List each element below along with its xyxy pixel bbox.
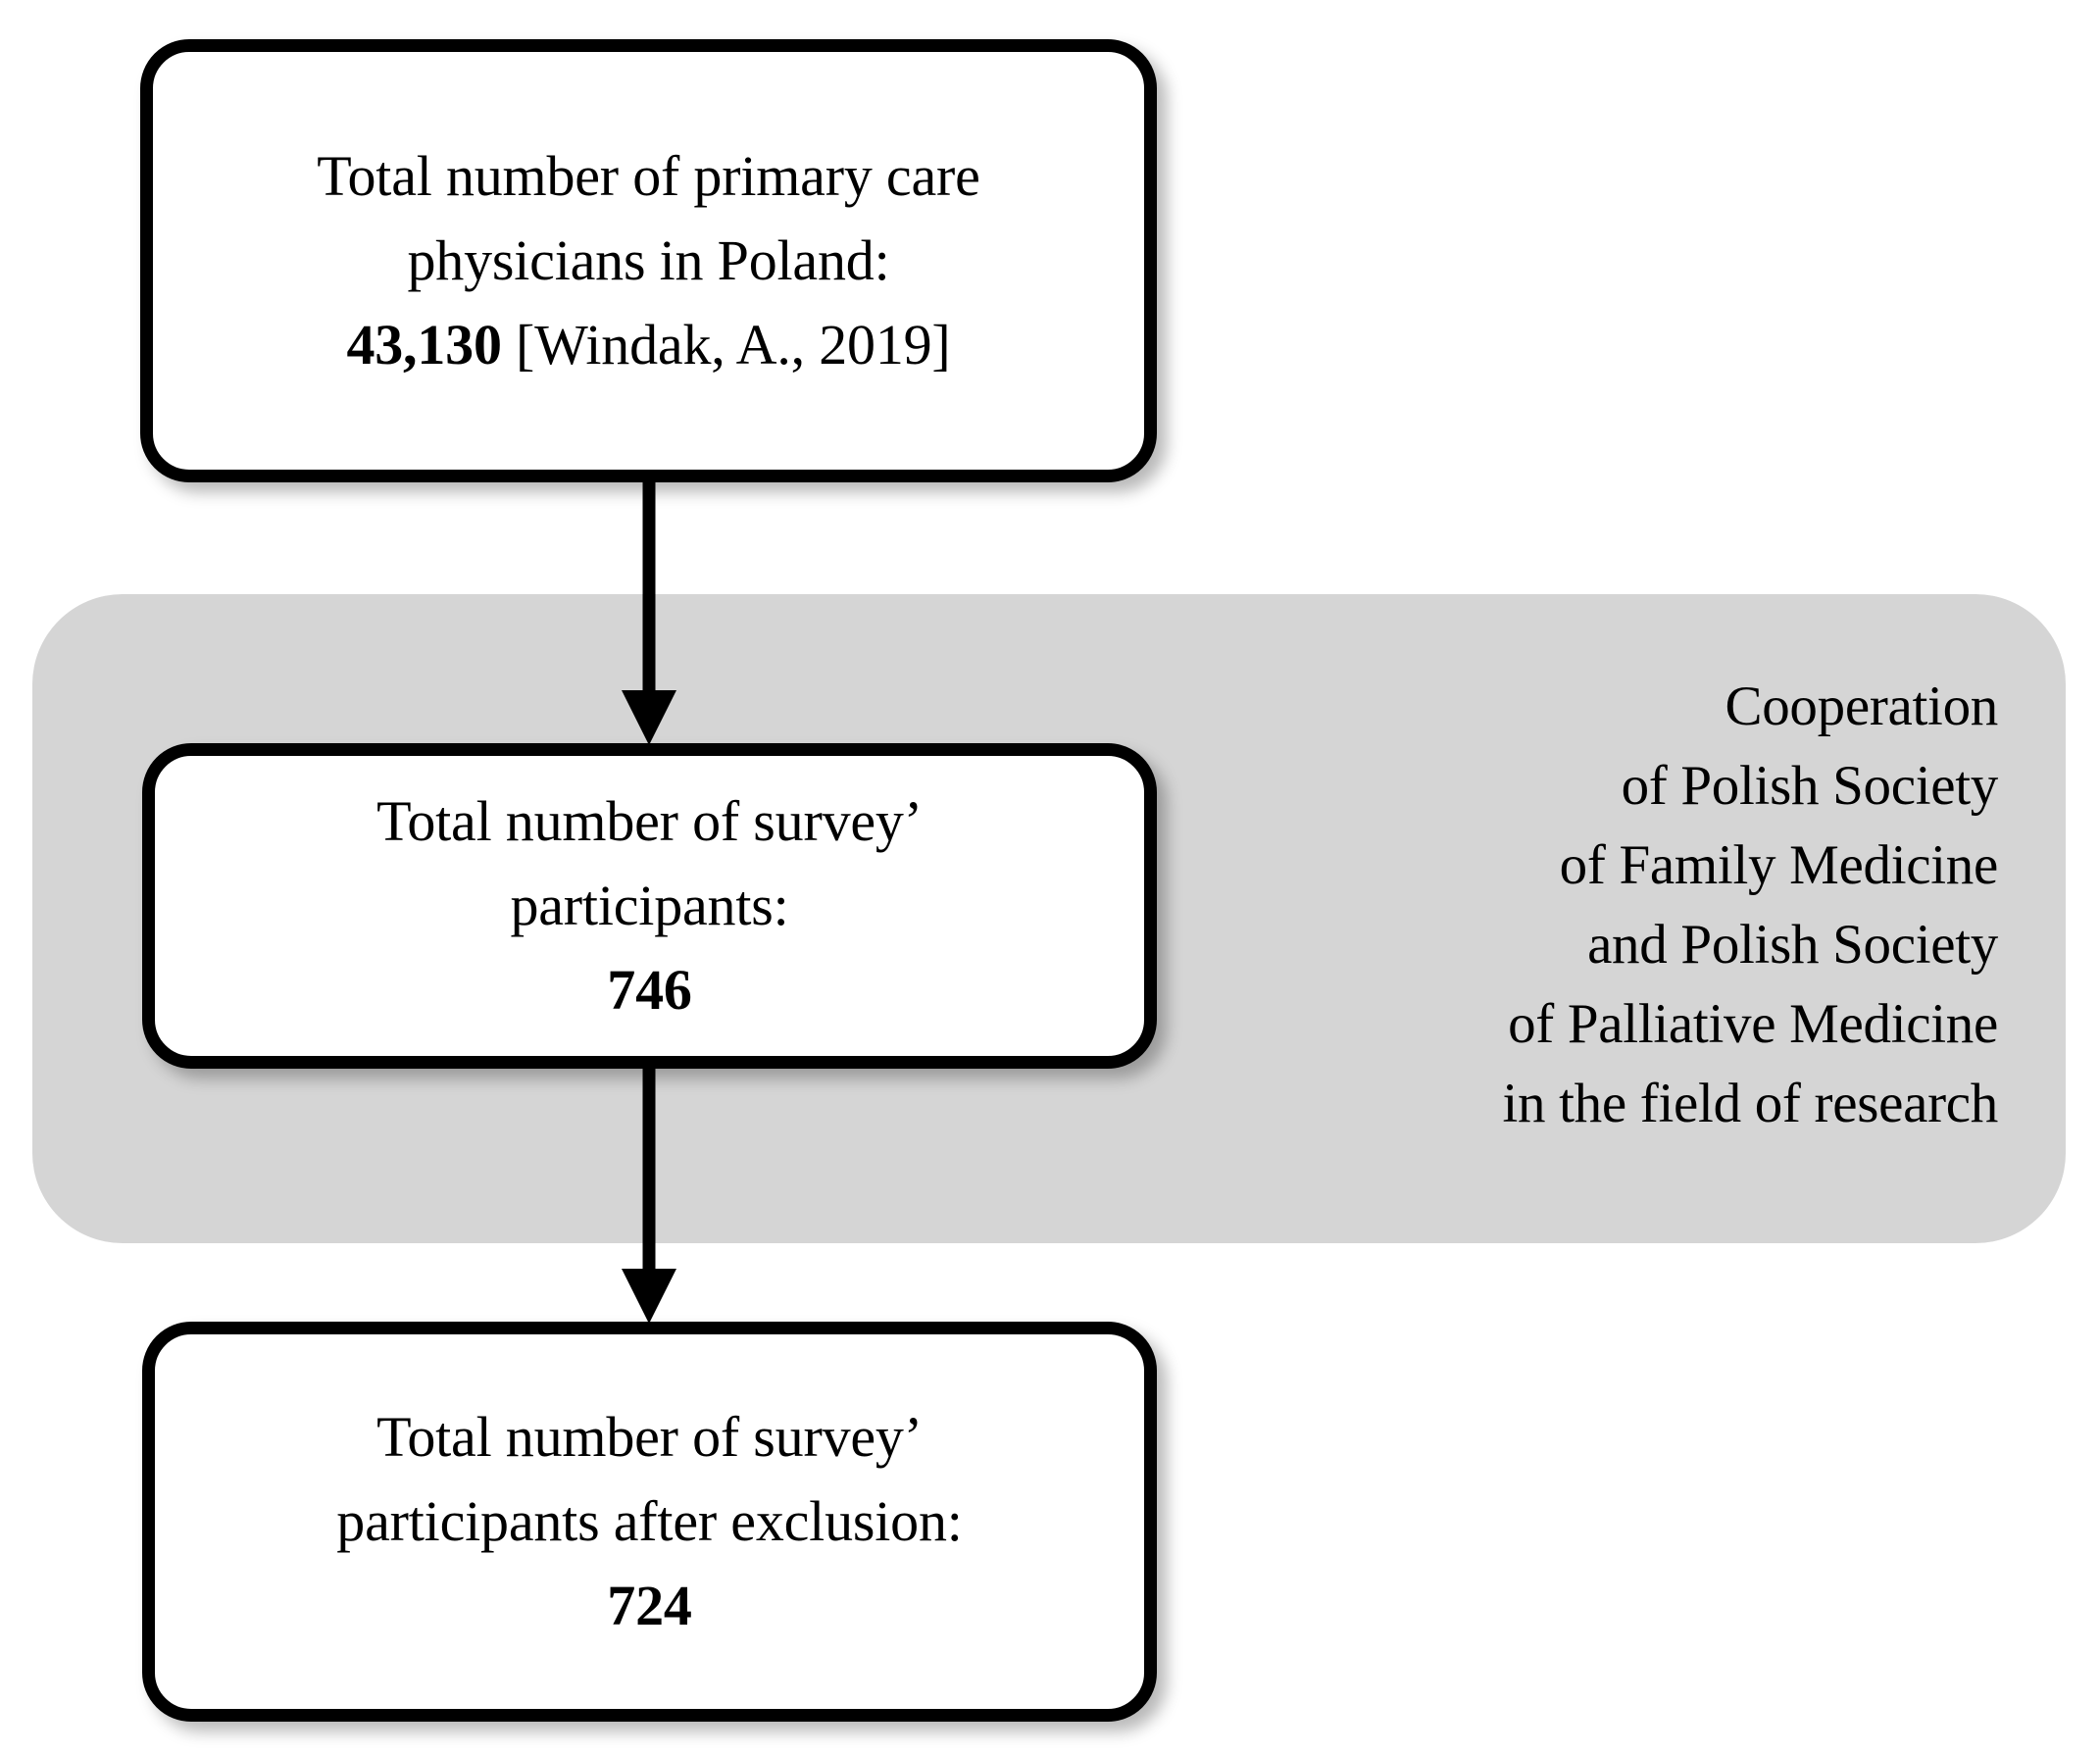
cooperation-note-line-2: of Polish Society: [1621, 755, 1999, 817]
node-participants-after-exclusion-line-2: participants after exclusion:: [336, 1489, 963, 1553]
node-participants-after-exclusion-value: 724: [607, 1574, 692, 1637]
cooperation-note-line-1: Cooperation: [1725, 676, 1999, 737]
node-total-physicians-line-1: Total number of primary care: [317, 144, 980, 208]
node-total-participants-line-1: Total number of survey’: [376, 789, 923, 853]
arrow-physicians-to-participants: [592, 482, 706, 745]
node-total-physicians-value: 43,130: [346, 313, 502, 376]
node-total-physicians: Total number of primary care physicians …: [140, 39, 1157, 482]
arrow-shaft: [642, 1059, 656, 1271]
cooperation-note: Cooperation of Polish Society of Family …: [1265, 667, 1998, 1143]
node-total-physicians-citation: [Windak, A., 2019]: [501, 313, 951, 376]
cooperation-note-line-3: of Family Medicine: [1559, 834, 1999, 896]
node-participants-after-exclusion: Total number of survey’ participants aft…: [142, 1322, 1157, 1722]
arrow-participants-to-after-exclusion: [592, 1059, 706, 1324]
node-total-physicians-text: Total number of primary care physicians …: [291, 134, 1005, 387]
node-total-participants: Total number of survey’ participants: 74…: [142, 743, 1157, 1069]
arrow-head-icon: [622, 690, 676, 745]
node-total-physicians-line-2: physicians in Poland:: [407, 228, 890, 292]
node-participants-after-exclusion-text: Total number of survey’ participants aft…: [311, 1395, 987, 1648]
cooperation-note-line-6: in the field of research: [1502, 1073, 1998, 1134]
node-total-participants-line-2: participants:: [510, 874, 789, 937]
arrow-shaft: [642, 482, 656, 692]
arrow-head-icon: [622, 1269, 676, 1324]
node-total-physicians-value-line: 43,130 [Windak, A., 2019]: [317, 303, 979, 387]
node-total-participants-text: Total number of survey’ participants: 74…: [351, 779, 948, 1032]
node-total-participants-value: 746: [607, 958, 692, 1022]
node-participants-after-exclusion-line-1: Total number of survey’: [376, 1405, 923, 1469]
cooperation-note-line-5: of Palliative Medicine: [1508, 993, 1998, 1055]
cooperation-note-line-4: and Polish Society: [1587, 914, 1998, 976]
